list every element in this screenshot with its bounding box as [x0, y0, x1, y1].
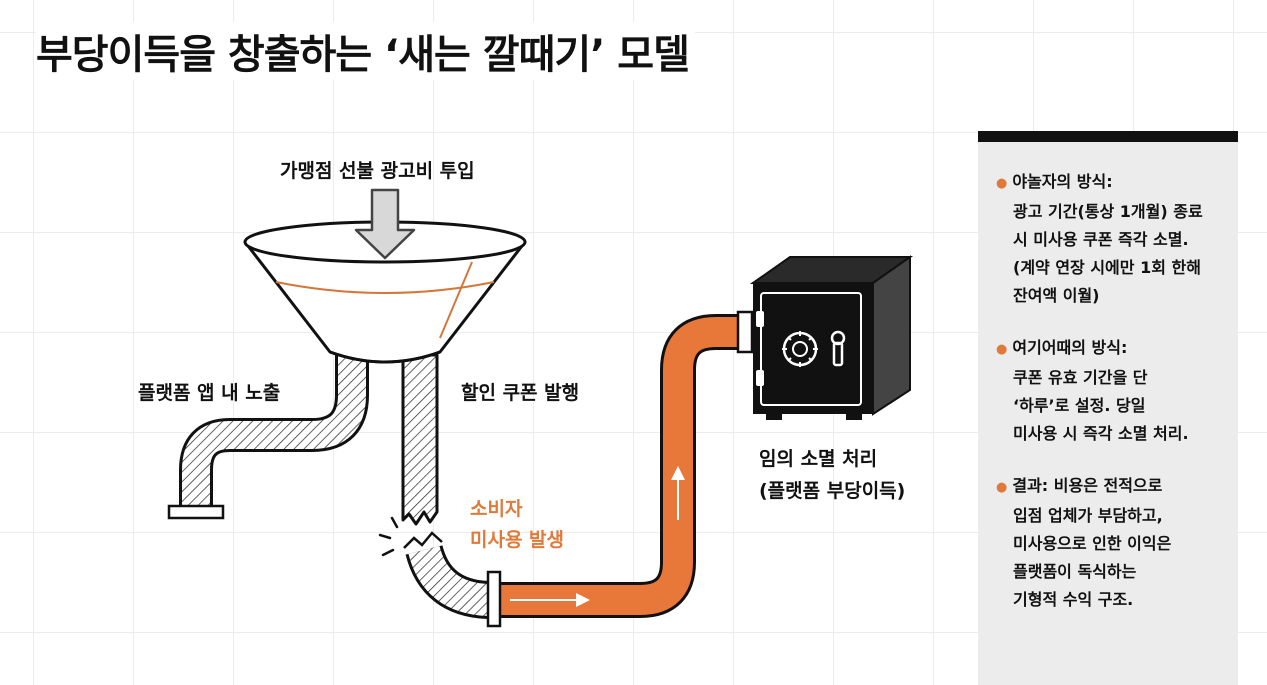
- panel-item-yanolja: ● 야놀자의 방식: 광고 기간(통상 1개월) 종료 시 미사용 쿠폰 즉각 소…: [996, 168, 1228, 310]
- panel-item-yeogi: ● 여기어때의 방식: 쿠폰 유효 기간을 단 ‘하루’로 설정. 당일 미사용 …: [996, 334, 1228, 448]
- bullet-icon: ●: [996, 176, 1008, 191]
- panel-item-line: ‘하루’로 설정. 당일: [1013, 396, 1146, 415]
- broken-pipe-icon: [403, 531, 490, 619]
- panel-item-line: 시 미사용 쿠폰 즉각 소멸.: [1013, 230, 1189, 249]
- left-pipe-icon: [167, 355, 369, 520]
- panel-item-line: 미사용으로 인한 이익은: [1013, 534, 1172, 553]
- panel-item-result: ●결과: 비용은 전적으로 입점 업체가 부담하고, 미사용으로 인한 이익은 …: [996, 472, 1228, 614]
- panel-item-line: 플랫폼이 독식하는: [1013, 562, 1137, 581]
- panel-item-head: 야놀자의 방식:: [1012, 172, 1113, 191]
- down-arrow-icon: [354, 188, 416, 260]
- panel-item-line: 입점 업체가 부담하고,: [1013, 506, 1163, 525]
- page-title: 부당이득을 창출하는 ‘새는 깔때기’ 모델: [36, 22, 695, 80]
- leak-label-line2: 미사용 발생: [470, 529, 565, 551]
- panel-item-line: 광고 기간(통상 1개월) 종료: [1013, 202, 1203, 221]
- panel-item-head: 결과: 비용은 전적으로: [1012, 476, 1163, 495]
- right-pipe-label: 할인 쿠폰 발행: [461, 382, 580, 404]
- safe-label-line2: (플랫폼 부당이득): [759, 480, 906, 502]
- panel-item-line: 기형적 수익 구조.: [1013, 590, 1134, 609]
- safe-icon: [749, 255, 914, 420]
- panel-item-line: 미사용 시 즉각 소멸 처리.: [1013, 424, 1189, 443]
- panel-item-line: 잔여액 이월): [1013, 286, 1100, 305]
- orange-pipe-icon: [486, 310, 754, 628]
- bullet-icon: ●: [996, 342, 1008, 357]
- right-pipe-icon: [401, 353, 439, 526]
- safe-label-line1: 임의 소멸 처리: [759, 448, 878, 470]
- bullet-icon: ●: [996, 480, 1008, 495]
- panel-item-line: 쿠폰 유효 기간을 단: [1013, 368, 1148, 387]
- leak-spark-icon: [378, 516, 399, 557]
- panel-item-head: 여기어때의 방식:: [1012, 338, 1128, 357]
- left-pipe-label: 플랫폼 앱 내 노출: [138, 382, 281, 404]
- input-label: 가맹점 선불 광고비 투입: [280, 160, 475, 182]
- leak-label-line1: 소비자: [470, 498, 523, 520]
- explanation-panel: ● 야놀자의 방식: 광고 기간(통상 1개월) 종료 시 미사용 쿠폰 즉각 소…: [978, 131, 1238, 685]
- panel-item-line: (계약 연장 시에만 1회 한해: [1013, 258, 1201, 277]
